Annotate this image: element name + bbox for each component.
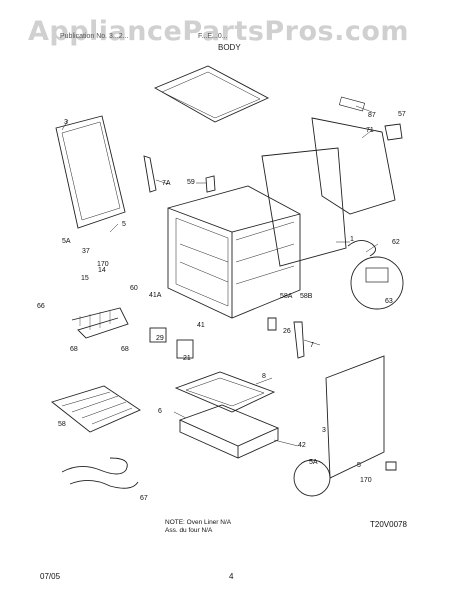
side-bracket [143, 155, 157, 193]
section-title: BODY [218, 43, 241, 52]
drawer-liner [174, 371, 276, 413]
callout-label: 5A [309, 459, 318, 466]
callout-label: 29 [156, 335, 164, 342]
footer-date: 07/05 [40, 572, 61, 581]
callout-label: 170 [97, 261, 109, 268]
callout-label: 14 [98, 267, 106, 274]
callout-label: 62 [392, 239, 400, 246]
callout-label: 5 [122, 221, 126, 228]
callout-label: 7 [310, 342, 314, 349]
callout-label: 170 [360, 477, 372, 484]
bake-element [71, 307, 129, 339]
callout-label: 1 [350, 236, 354, 243]
callout-label: 3 [322, 427, 326, 434]
callout-label: 41A [149, 292, 162, 299]
rear-panel [311, 117, 396, 215]
bracket-21 [176, 339, 194, 359]
callout-label: 5 [357, 462, 361, 469]
model-number: F...E...0... [198, 33, 228, 40]
broil-element [61, 457, 128, 475]
callout-label: 68 [121, 346, 129, 353]
leveling-leg-detail [293, 459, 331, 497]
callout-label: 87 [368, 112, 376, 119]
callout-label: 58 [58, 421, 66, 428]
bracket-29 [149, 327, 167, 343]
callout-label: 15 [81, 275, 89, 282]
diagram-code: T20V0078 [370, 520, 407, 529]
callout-label: 59 [187, 179, 195, 186]
callout-label: 7A [162, 180, 171, 187]
callout-label: 67 [140, 495, 148, 502]
callout-label: 3 [64, 119, 68, 126]
callout-label: 41 [197, 322, 205, 329]
callout-label: 71 [366, 127, 374, 134]
callout-label: 58A [280, 293, 293, 300]
publication-number: Publication No. 3...2... [60, 33, 129, 40]
right-side-panel [325, 355, 385, 479]
top-panel [153, 65, 270, 123]
callout-label: 60 [130, 285, 138, 292]
terminal-block-detail [350, 256, 404, 310]
oven-rack [51, 385, 141, 433]
callout-label: 42 [298, 442, 306, 449]
callout-label: 58B [300, 293, 313, 300]
watermark: AppliancePartsPros.com [28, 16, 410, 47]
callout-label: 63 [385, 298, 393, 305]
callout-label: 37 [82, 248, 90, 255]
callout-label: 68 [70, 346, 78, 353]
note-text: NOTE: Oven Liner N/A Ass. du four N/A [165, 519, 232, 535]
wire-harness [347, 240, 376, 257]
callout-label: 21 [183, 355, 191, 362]
footer-page-number: 4 [229, 572, 234, 581]
oven-body [167, 185, 301, 319]
callout-label: 57 [398, 111, 406, 118]
left-side-panel [55, 115, 126, 229]
callout-label: 26 [283, 328, 291, 335]
back-panel [261, 147, 347, 267]
callout-label: 5A [62, 238, 71, 245]
callout-label: 66 [37, 303, 45, 310]
callout-label: 8 [262, 373, 266, 380]
callout-label: 6 [158, 408, 162, 415]
